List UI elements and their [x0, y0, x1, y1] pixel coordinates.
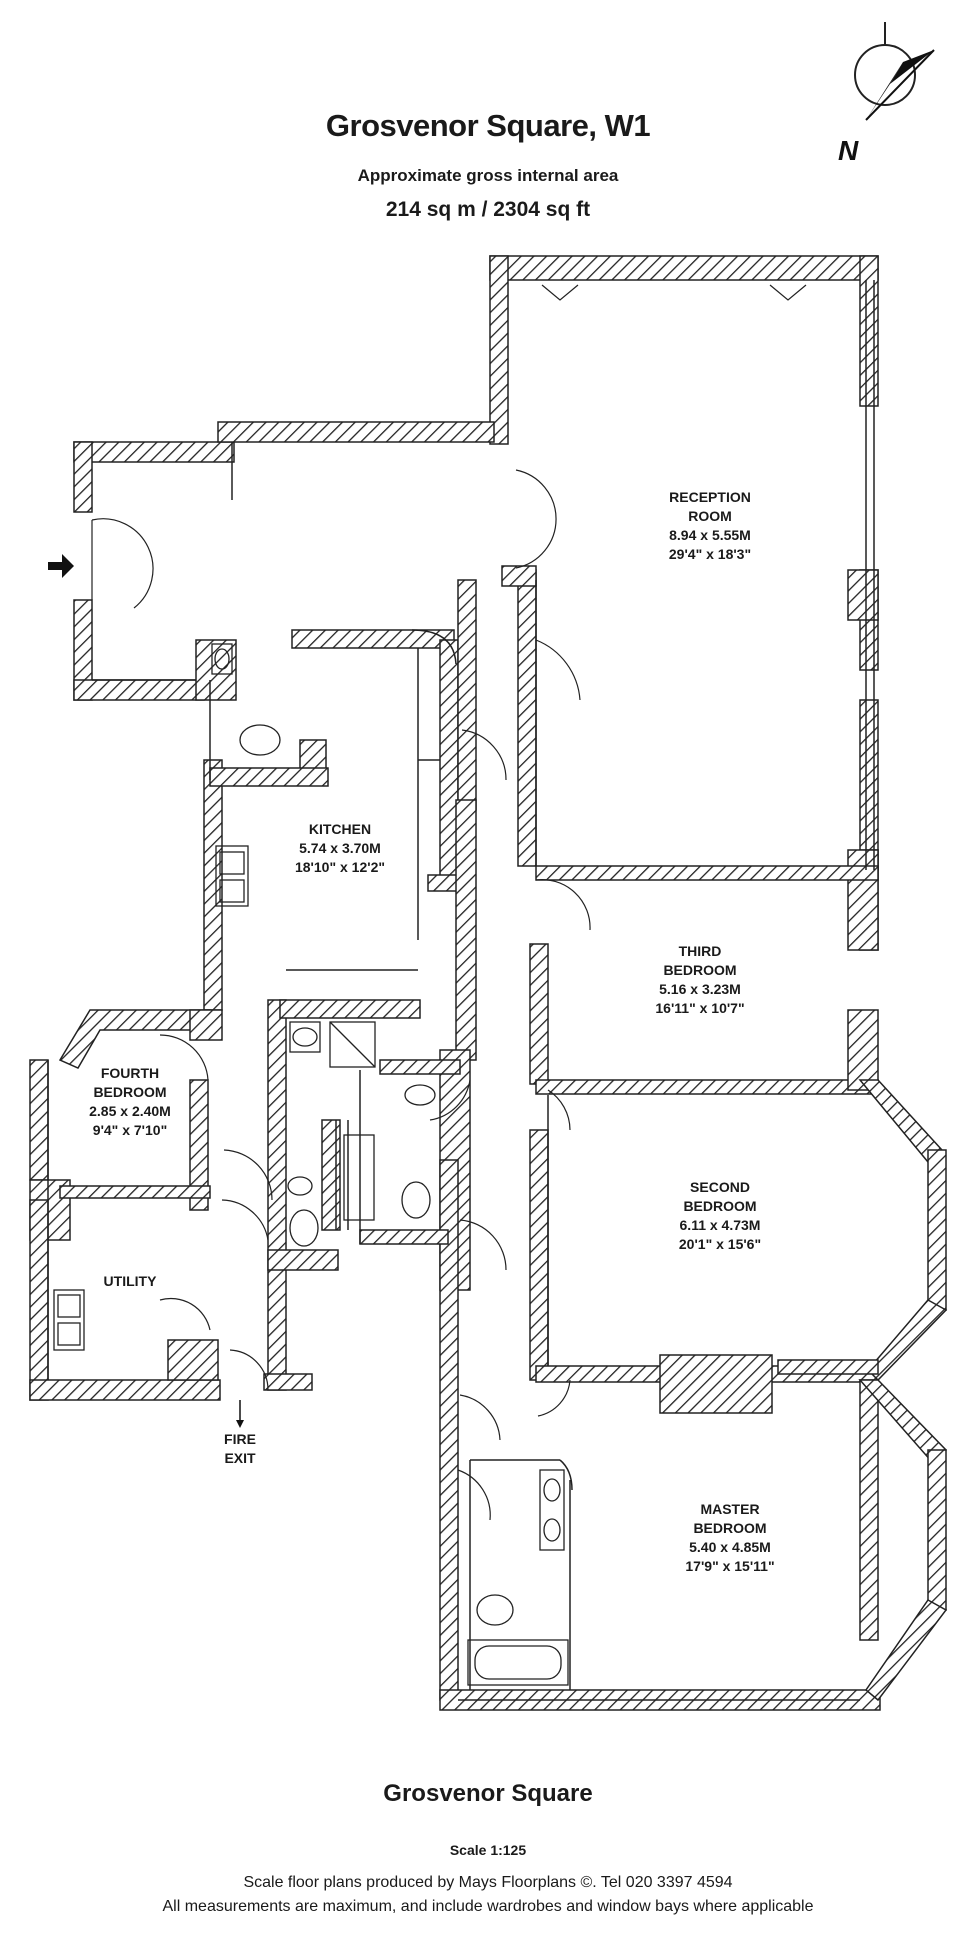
entrance-arrow-icon	[48, 554, 74, 578]
fire-exit-arrow-icon	[236, 1420, 244, 1428]
fire-exit-label: FIRE EXIT	[224, 1431, 256, 1466]
compass-icon: N	[838, 22, 935, 166]
plan-title: Grosvenor Square, W1	[325, 108, 651, 143]
measurement-note: All measurements are maximum, and includ…	[162, 1898, 814, 1915]
area-value: 214 sq m / 2304 sq ft	[385, 198, 591, 221]
room-kitchen: KITCHEN 5.74 x 3.70M 18'10" x 12'2"	[294, 821, 385, 875]
credit-line: Scale floor plans produced by Mays Floor…	[243, 1874, 733, 1891]
room-reception: RECEPTION ROOM 8.94 x 5.55M 29'4" x 18'3…	[668, 489, 752, 562]
room-second-bedroom: SECOND BEDROOM 6.11 x 4.73M 20'1" x 15'6…	[678, 1179, 762, 1252]
room-fourth-bedroom: FOURTH BEDROOM 2.85 x 2.40M 9'4" x 7'10"	[89, 1065, 171, 1138]
area-label: Approximate gross internal area	[357, 166, 619, 185]
compass-north-label: N	[838, 135, 859, 166]
footer-title: Grosvenor Square	[383, 1780, 593, 1807]
room-utility: UTILITY	[103, 1273, 157, 1289]
room-third-bedroom: THIRD BEDROOM 5.16 x 3.23M 16'11" x 10'7…	[655, 943, 745, 1016]
scale-label: Scale 1:125	[449, 1842, 527, 1858]
room-master-bedroom: MASTER BEDROOM 5.40 x 4.85M 17'9" x 15'1…	[685, 1501, 775, 1574]
